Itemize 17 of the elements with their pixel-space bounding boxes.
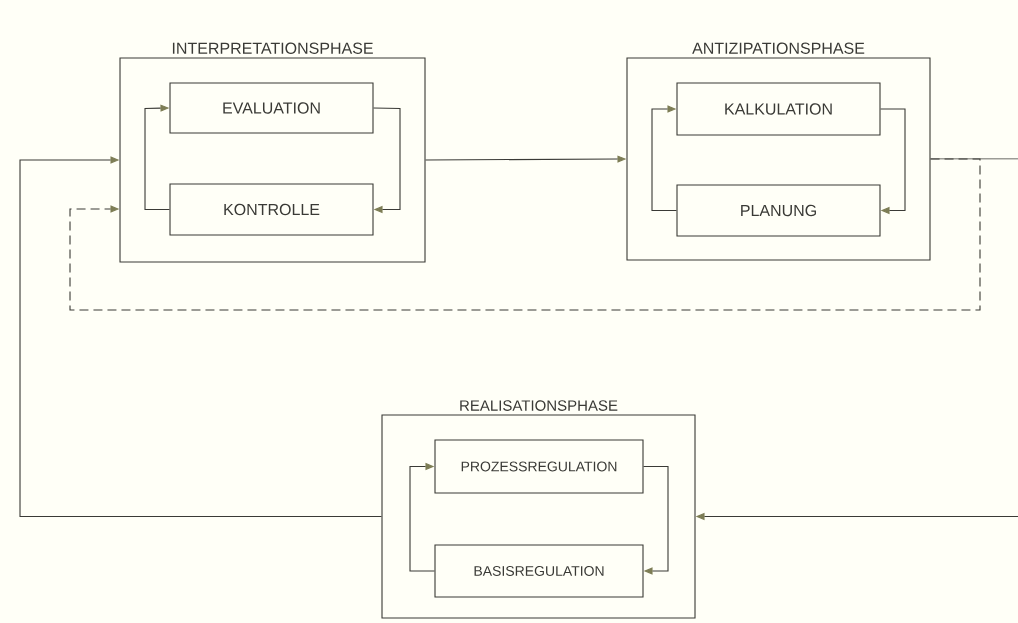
- process-box: PROZESSREGULATION: [434, 439, 644, 494]
- arrow: [409, 462, 435, 572]
- node-label: REALISATIONSPHASE: [460, 400, 618, 411]
- node-label: ANTIZIPATIONSPHASE: [692, 42, 865, 54]
- arrow: [144, 104, 170, 211]
- node-label: INTERPRETATIONSPHASE: [172, 42, 373, 54]
- process-box: PLANUNG: [676, 184, 881, 237]
- process-box: KALKULATION: [676, 82, 881, 136]
- arrow: [643, 465, 669, 575]
- arrow: [373, 107, 401, 214]
- process-box: KONTROLLE: [169, 183, 374, 236]
- process-box: EVALUATION: [169, 82, 374, 134]
- process-box: BASISREGULATION: [434, 544, 644, 598]
- arrow: [19, 156, 382, 518]
- dashed-arrow: [69, 158, 981, 311]
- arrow: [651, 105, 677, 212]
- arrow: [880, 108, 906, 215]
